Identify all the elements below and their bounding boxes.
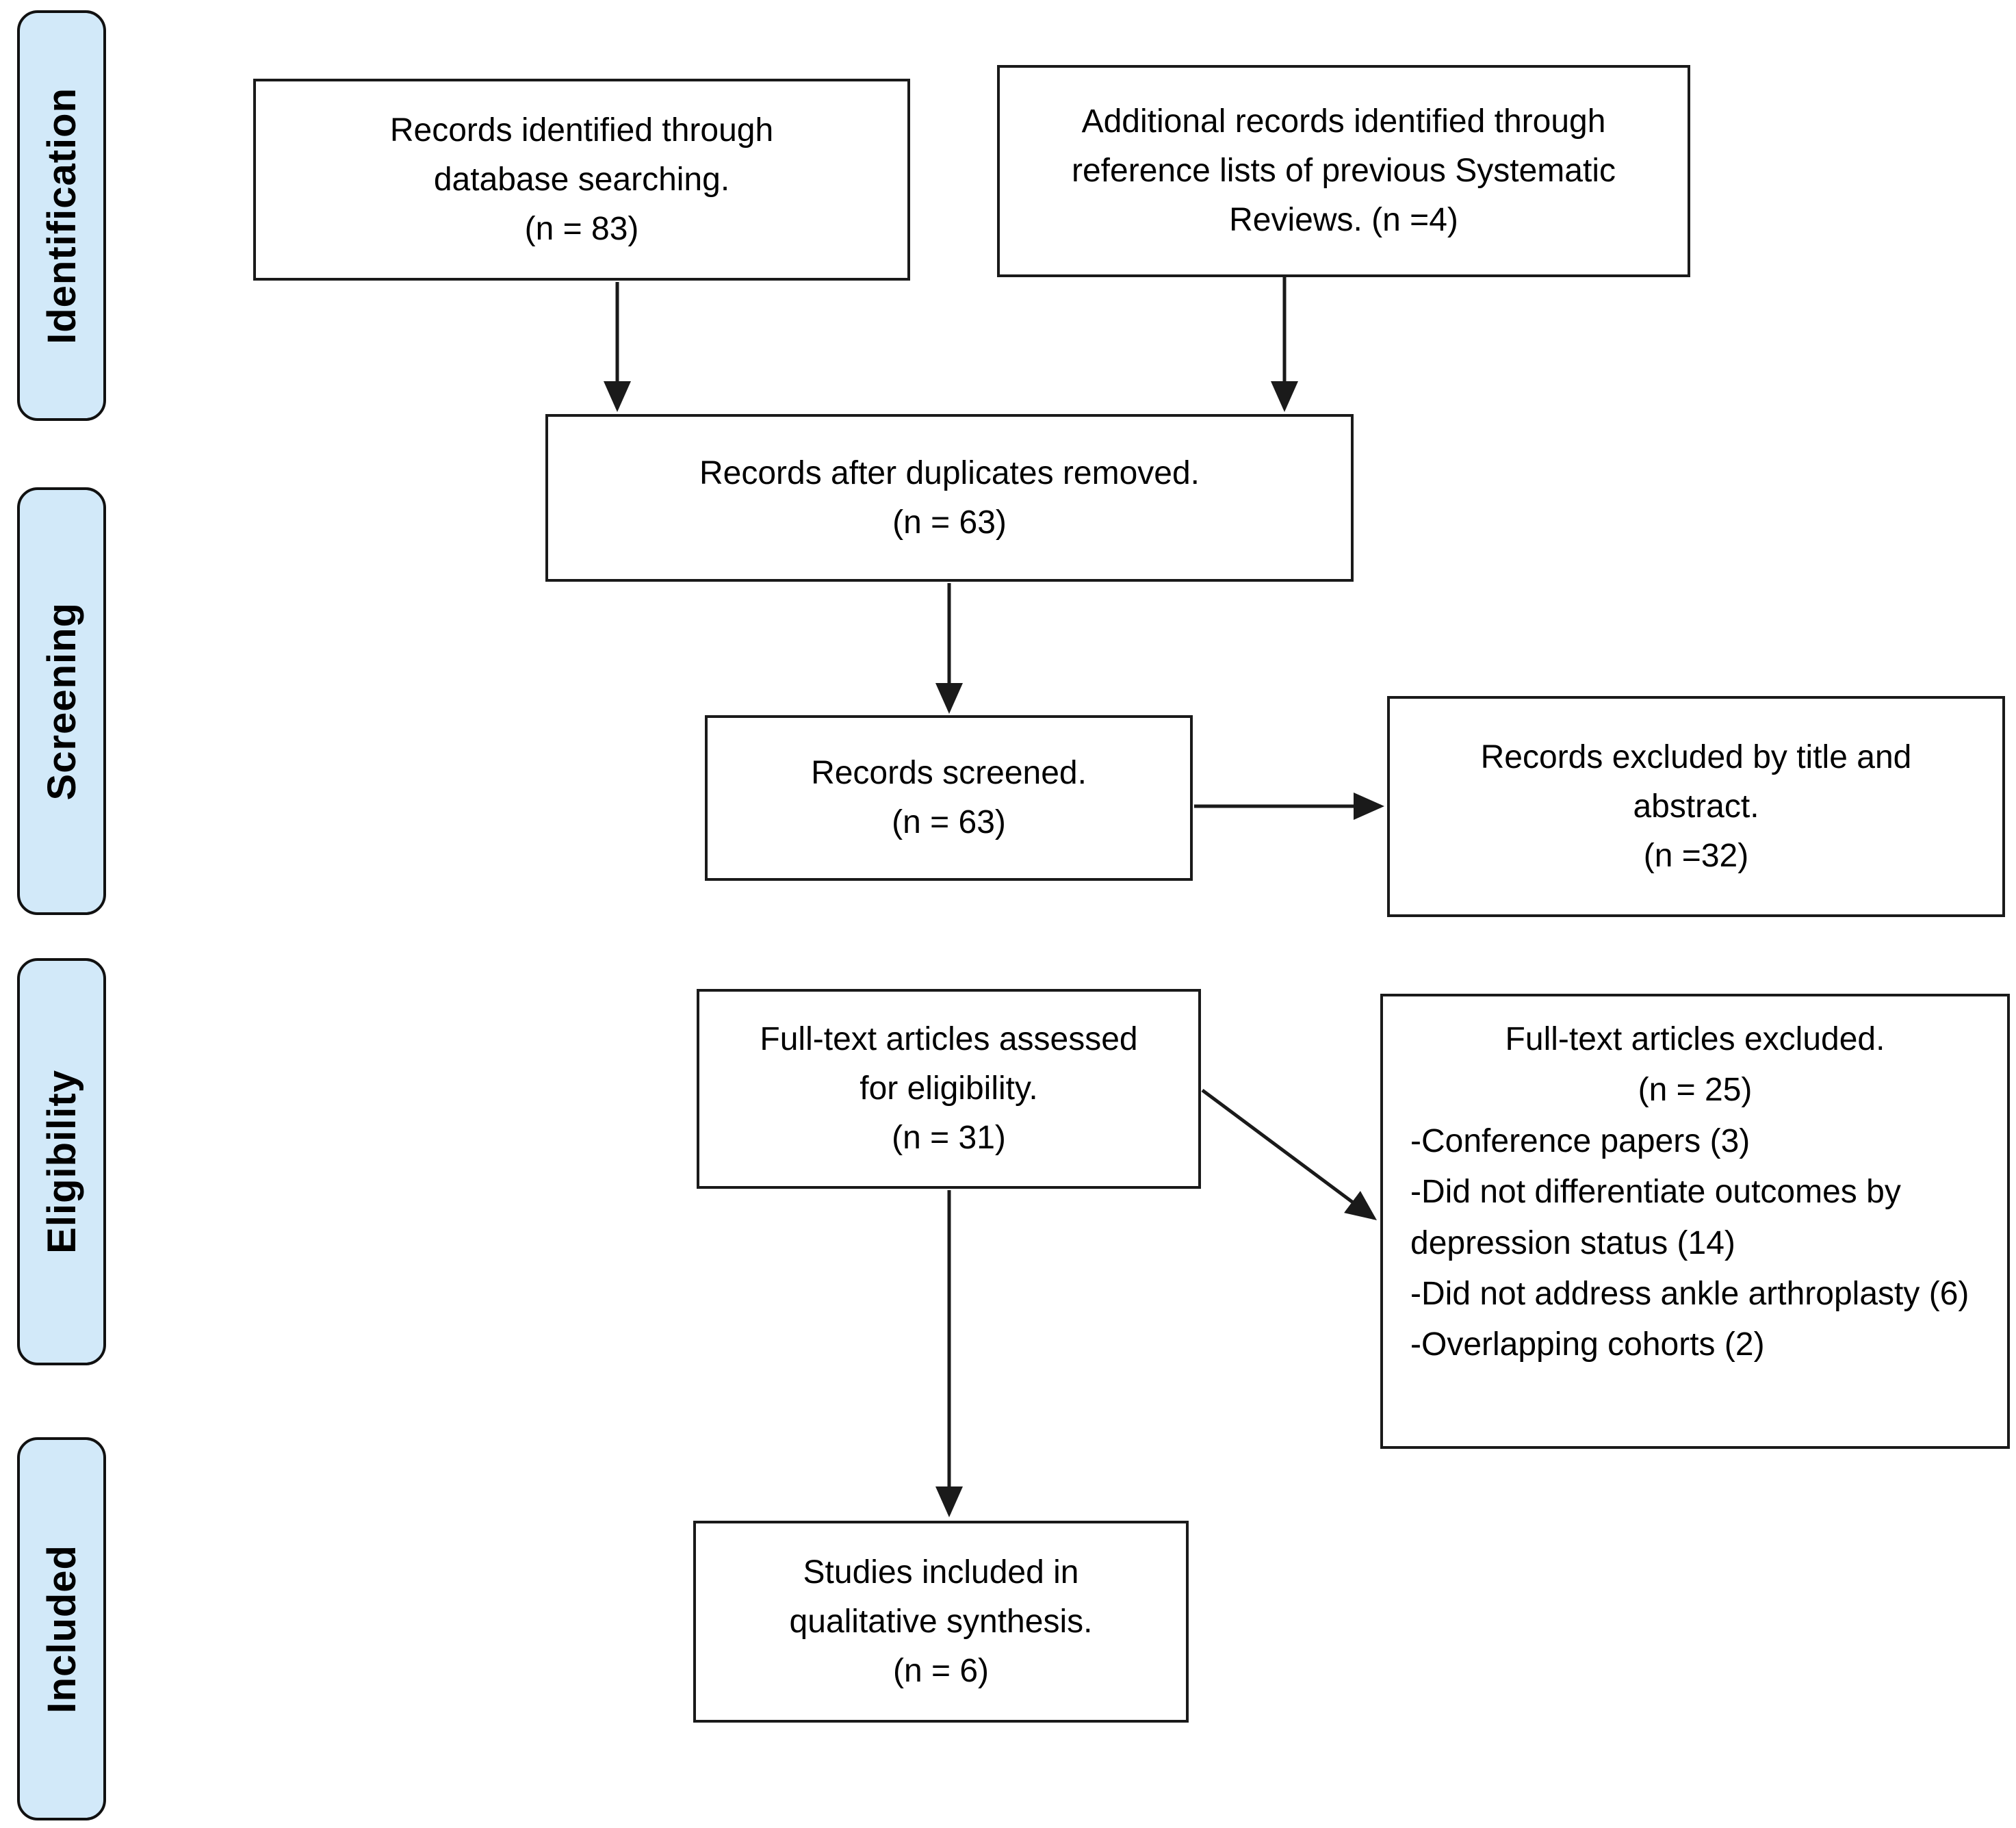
box-text-line: reference lists of previous Systematic bbox=[1072, 153, 1616, 189]
box-count: (n = 63) bbox=[892, 504, 1007, 541]
stage-screening: Screening bbox=[17, 487, 106, 915]
exclusion-reason: -Overlapping cohorts (2) bbox=[1410, 1326, 1765, 1363]
exclusion-reason: -Did not differentiate outcomes by depre… bbox=[1410, 1174, 1901, 1261]
box-text-line: Records excluded by title and bbox=[1480, 738, 1912, 775]
arrow-assessed-to-fulltext-excluded bbox=[1201, 1088, 1378, 1220]
stage-eligibility: Eligibility bbox=[17, 958, 106, 1365]
exclusion-reason: -Conference papers (3) bbox=[1410, 1122, 1750, 1159]
box-text-line: Full-text articles excluded. bbox=[1505, 1021, 1885, 1057]
box-count: Reviews. (n =4) bbox=[1229, 202, 1458, 238]
box-count: (n = 83) bbox=[524, 210, 639, 247]
stage-identification-label: Identification bbox=[39, 87, 84, 344]
box-count: (n = 63) bbox=[892, 804, 1006, 840]
box-records-identified: Records identified through database sear… bbox=[253, 79, 910, 281]
stage-identification: Identification bbox=[17, 10, 106, 421]
box-text-line: Records after duplicates removed. bbox=[699, 454, 1200, 491]
box-text-line: Additional records identified through bbox=[1081, 103, 1606, 140]
stage-included-label: Included bbox=[39, 1544, 84, 1714]
stage-included: Included bbox=[17, 1437, 106, 1820]
exclusion-reason: -Did not address ankle arthroplasty (6) bbox=[1410, 1275, 1969, 1312]
box-text-line: Records identified through bbox=[389, 112, 774, 149]
box-count: (n = 31) bbox=[892, 1120, 1006, 1156]
box-duplicates-removed: Records after duplicates removed. (n = 6… bbox=[545, 414, 1354, 582]
box-text-line: database searching. bbox=[433, 161, 730, 198]
box-text-line: abstract. bbox=[1633, 788, 1759, 825]
stage-eligibility-label: Eligibility bbox=[39, 1070, 84, 1254]
box-count: (n = 25) bbox=[1638, 1072, 1753, 1109]
box-text-line: qualitative synthesis. bbox=[789, 1603, 1093, 1640]
box-text-line: Records screened. bbox=[811, 755, 1087, 791]
box-additional-records: Additional records identified through re… bbox=[997, 65, 1690, 277]
box-records-screened: Records screened. (n = 63) bbox=[705, 715, 1193, 881]
box-fulltext-excluded: Full-text articles excluded. (n = 25) -C… bbox=[1380, 994, 2010, 1449]
box-studies-included: Studies included in qualitative synthesi… bbox=[693, 1521, 1189, 1723]
box-fulltext-assessed: Full-text articles assessed for eligibil… bbox=[697, 989, 1201, 1189]
box-text-line: Full-text articles assessed bbox=[760, 1021, 1138, 1057]
box-count: (n =32) bbox=[1643, 837, 1749, 874]
box-text-line: for eligibility. bbox=[860, 1070, 1038, 1107]
box-text-line: Studies included in bbox=[803, 1554, 1079, 1591]
box-count: (n = 6) bbox=[892, 1652, 990, 1689]
stage-screening-label: Screening bbox=[39, 602, 84, 801]
box-records-excluded: Records excluded by title and abstract. … bbox=[1387, 696, 2005, 917]
